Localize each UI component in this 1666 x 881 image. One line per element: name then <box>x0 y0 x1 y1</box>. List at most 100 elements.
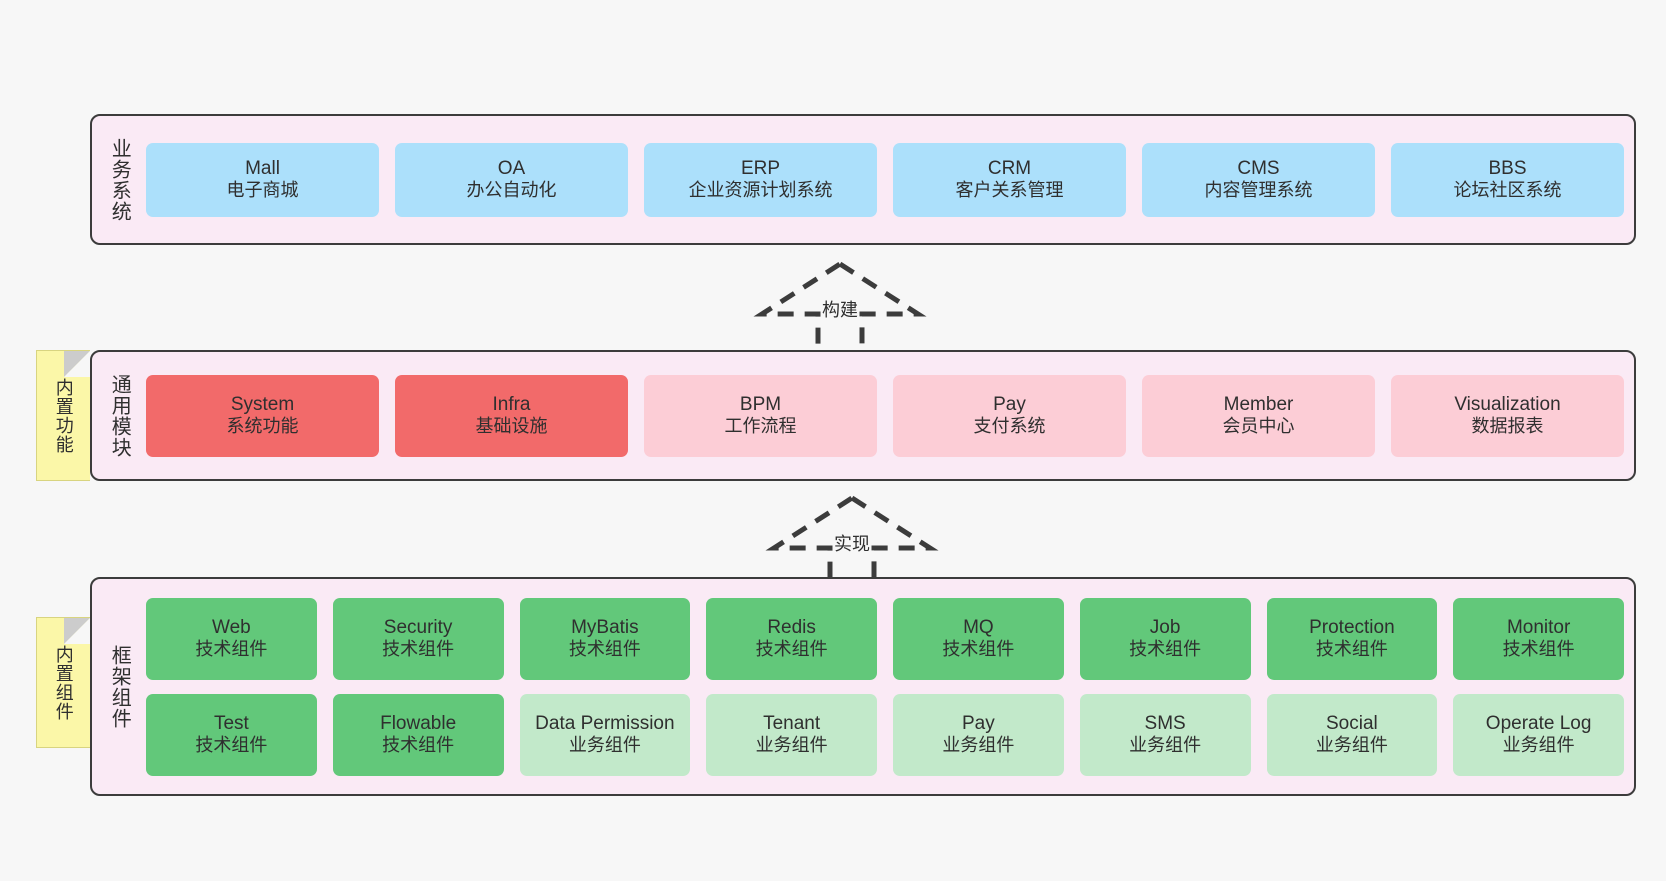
card-title-cn: 论坛社区系统 <box>1453 180 1562 201</box>
card-operate-log[interactable]: Operate Log 业务组件 <box>1453 693 1624 776</box>
card-oa[interactable]: OA 办公自动化 <box>395 142 628 217</box>
card-title-en: Pay <box>962 712 995 734</box>
card-title-en: Social <box>1326 712 1378 734</box>
card-title-cn: 业务组件 <box>1315 735 1388 756</box>
card-title-cn: 办公自动化 <box>466 180 557 201</box>
card-title-cn: 企业资源计划系统 <box>688 180 833 201</box>
layer-framework-components: 框架组件 Web 技术组件 Security 技术组件 MyBatis 技术组件… <box>90 577 1636 796</box>
card-system[interactable]: System 系统功能 <box>146 374 379 457</box>
card-title-cn: 技术组件 <box>1129 639 1202 660</box>
card-title-en: CRM <box>987 157 1032 179</box>
card-title-cn: 会员中心 <box>1222 416 1295 437</box>
card-title-en: Monitor <box>1506 616 1571 638</box>
layer-common-modules: 通用模块 System 系统功能 Infra 基础设施 BPM 工作流程 Pay… <box>90 350 1636 481</box>
card-visualization[interactable]: Visualization 数据报表 <box>1391 374 1624 457</box>
note-builtin-features-label: 内置功能 <box>53 377 74 454</box>
card-title-en: Mall <box>245 157 280 179</box>
card-title-cn: 基础设施 <box>475 416 548 437</box>
card-mybatis[interactable]: MyBatis 技术组件 <box>519 597 691 680</box>
card-erp[interactable]: ERP 企业资源计划系统 <box>644 142 877 217</box>
card-infra[interactable]: Infra 基础设施 <box>395 374 628 457</box>
card-title-en: ERP <box>740 157 781 179</box>
card-title-cn: 技术组件 <box>1502 639 1575 660</box>
card-title-en: Data Permission <box>535 712 675 734</box>
card-monitor[interactable]: Monitor 技术组件 <box>1453 597 1624 680</box>
card-title-cn: 技术组件 <box>755 639 828 660</box>
card-redis[interactable]: Redis 技术组件 <box>706 597 877 680</box>
layer-title-framework: 框架组件 <box>108 644 131 729</box>
card-title-en: Security <box>383 616 453 638</box>
card-tenant[interactable]: Tenant 业务组件 <box>706 693 877 776</box>
card-social[interactable]: Social 业务组件 <box>1266 693 1438 776</box>
card-cms[interactable]: CMS 内容管理系统 <box>1142 142 1375 217</box>
card-security[interactable]: Security 技术组件 <box>332 597 504 680</box>
note-builtin-features: 内置功能 <box>36 350 90 481</box>
card-title-en: Pay <box>993 393 1026 415</box>
card-title-cn: 技术组件 <box>1315 639 1388 660</box>
card-row-modules: System 系统功能 Infra 基础设施 BPM 工作流程 Pay 支付系统… <box>146 374 1624 457</box>
card-title-en: Web <box>212 616 251 638</box>
card-title-cn: 技术组件 <box>382 639 455 660</box>
card-title-cn: 技术组件 <box>382 735 455 756</box>
card-title-en: Member <box>1223 393 1294 415</box>
card-flowable[interactable]: Flowable 技术组件 <box>332 693 504 776</box>
card-title-en: Redis <box>767 616 816 638</box>
card-mq[interactable]: MQ 技术组件 <box>893 597 1064 680</box>
card-title-en: BPM <box>739 393 782 415</box>
card-crm[interactable]: CRM 客户关系管理 <box>893 142 1126 217</box>
card-job[interactable]: Job 技术组件 <box>1079 597 1251 680</box>
layer-body-framework: Web 技术组件 Security 技术组件 MyBatis 技术组件 Redi… <box>136 587 1624 786</box>
card-title-en: Infra <box>492 393 531 415</box>
card-title-cn: 系统功能 <box>226 416 299 437</box>
card-data-permission[interactable]: Data Permission 业务组件 <box>519 693 691 776</box>
card-bpm[interactable]: BPM 工作流程 <box>644 374 877 457</box>
card-title-en: Operate Log <box>1485 712 1592 734</box>
card-title-cn: 业务组件 <box>942 735 1015 756</box>
card-test[interactable]: Test 技术组件 <box>146 693 317 776</box>
card-row-framework-business: Test 技术组件 Flowable 技术组件 Data Permission … <box>146 693 1624 776</box>
layer-title-business: 业务系统 <box>108 137 131 222</box>
card-title-cn: 技术组件 <box>942 639 1015 660</box>
card-title-en: Job <box>1149 616 1181 638</box>
layer-title-modules: 通用模块 <box>108 373 131 458</box>
layer-body-modules: System 系统功能 Infra 基础设施 BPM 工作流程 Pay 支付系统… <box>136 360 1624 471</box>
card-title-cn: 业务组件 <box>568 735 641 756</box>
card-title-cn: 技术组件 <box>195 639 268 660</box>
card-member[interactable]: Member 会员中心 <box>1142 374 1375 457</box>
card-bbs[interactable]: BBS 论坛社区系统 <box>1391 142 1624 217</box>
card-title-en: MyBatis <box>571 616 639 638</box>
card-title-en: Visualization <box>1454 393 1561 415</box>
card-title-cn: 数据报表 <box>1471 416 1544 437</box>
card-sms[interactable]: SMS 业务组件 <box>1079 693 1251 776</box>
note-builtin-components-label: 内置组件 <box>53 644 74 721</box>
card-title-cn: 技术组件 <box>568 639 641 660</box>
card-title-en: SMS <box>1144 712 1186 734</box>
card-mall[interactable]: Mall 电子商城 <box>146 142 379 217</box>
card-title-cn: 业务组件 <box>1129 735 1202 756</box>
arrow-build: 构建 <box>750 258 930 358</box>
card-title-en: CMS <box>1237 157 1280 179</box>
card-title-en: MQ <box>963 616 994 638</box>
card-pay[interactable]: Pay 支付系统 <box>893 374 1126 457</box>
card-title-cn: 技术组件 <box>195 735 268 756</box>
note-builtin-components: 内置组件 <box>36 617 90 748</box>
card-title-cn: 业务组件 <box>1502 735 1575 756</box>
card-row-business: Mall 电子商城 OA 办公自动化 ERP 企业资源计划系统 CRM 客户关系… <box>146 142 1624 217</box>
layer-business-systems: 业务系统 Mall 电子商城 OA 办公自动化 ERP 企业资源计划系统 CRM… <box>90 114 1636 245</box>
card-title-cn: 客户关系管理 <box>955 180 1064 201</box>
card-pay-component[interactable]: Pay 业务组件 <box>893 693 1064 776</box>
card-title-en: Test <box>213 712 249 734</box>
card-web[interactable]: Web 技术组件 <box>146 597 317 680</box>
card-title-en: Flowable <box>380 712 457 734</box>
card-title-cn: 电子商城 <box>226 180 299 201</box>
card-protection[interactable]: Protection 技术组件 <box>1266 597 1438 680</box>
arrow-build-icon <box>753 261 927 357</box>
card-title-cn: 支付系统 <box>973 416 1046 437</box>
card-title-en: OA <box>497 157 526 179</box>
card-title-en: BBS <box>1488 157 1527 179</box>
card-title-cn: 工作流程 <box>724 416 797 437</box>
card-title-cn: 内容管理系统 <box>1204 180 1313 201</box>
layer-body-business: Mall 电子商城 OA 办公自动化 ERP 企业资源计划系统 CRM 客户关系… <box>136 124 1624 235</box>
card-title-en: Tenant <box>763 712 821 734</box>
